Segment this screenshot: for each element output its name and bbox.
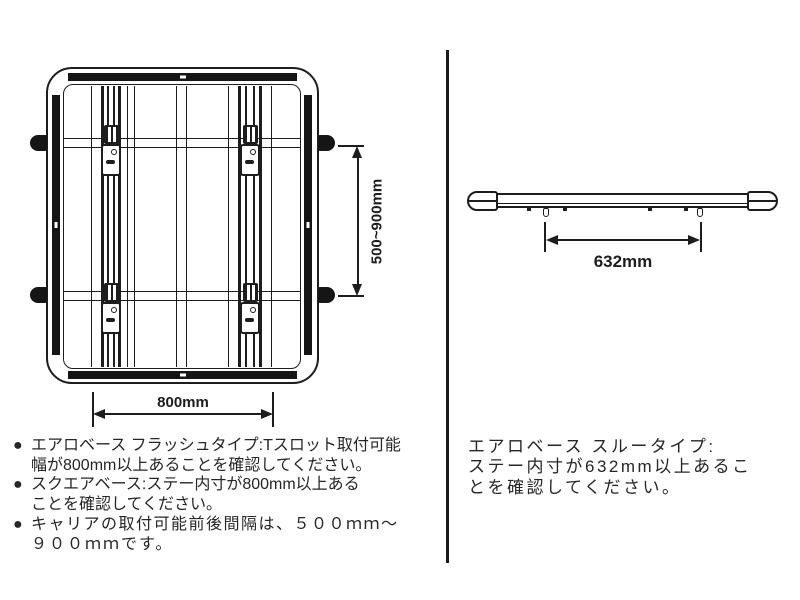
dim-arrow-line xyxy=(103,413,263,415)
t-slot-groove xyxy=(107,86,109,367)
note-line: ● キャリアの取付可能前後間隔は、５００ｍｍ～ xyxy=(13,515,443,535)
t-slot-groove xyxy=(253,86,255,367)
bullet-icon: ● xyxy=(13,476,23,494)
mount-tab-front-left xyxy=(30,135,47,151)
clamp-bolt-head xyxy=(243,125,258,144)
end-cap-line xyxy=(469,200,496,202)
bar-foot xyxy=(527,208,531,211)
arrowhead-right-icon xyxy=(261,409,273,419)
end-cap-line xyxy=(749,200,776,202)
dim-label-mount-width: 800mm xyxy=(157,394,209,411)
arrowhead-down-icon xyxy=(352,284,362,296)
dim-label-stay-inner-width: 632mm xyxy=(593,252,653,271)
note-line: ● スクエアベース:ステー内寸が800mm以上ある xyxy=(13,475,443,495)
stay-bolt-right xyxy=(697,208,703,217)
t-slot-rail-left xyxy=(102,86,120,367)
t-slot-groove xyxy=(113,86,115,367)
arrowhead-left-icon xyxy=(93,409,105,419)
bar-foot xyxy=(648,208,652,211)
end-cap-right xyxy=(747,191,778,211)
floor-slat xyxy=(91,86,102,367)
note-text: エアロベース フラッシュタイプ:Tスロット取付可能 xyxy=(31,437,401,454)
frame-bar-right xyxy=(304,95,312,355)
clamp-body xyxy=(101,144,121,176)
bar-notch xyxy=(179,373,186,377)
stay-bolt-left xyxy=(543,208,549,217)
base-bar-lip xyxy=(498,202,747,204)
dim-extension-line xyxy=(544,222,546,252)
clamp-bolt-head xyxy=(104,125,119,144)
clamp-bolt-head xyxy=(243,283,258,302)
bullet-icon: ● xyxy=(13,437,23,454)
base-bar-side-view xyxy=(467,191,778,221)
clamp-body xyxy=(101,302,121,334)
floor-slat xyxy=(176,86,187,367)
dim-label-front-rear-spacing: 500~900mm xyxy=(368,178,386,265)
notes-right: エアロベース スルータイプ: ステー内寸が632mm以上あるこ とを確認してくだ… xyxy=(468,437,793,498)
dim-arrow-line xyxy=(555,239,691,241)
frame-bar-front xyxy=(68,73,297,81)
note-text: キャリアの取付可能前後間隔は、５００ｍｍ～ xyxy=(31,515,399,533)
dim-extension-line xyxy=(700,222,702,252)
floor-slat xyxy=(261,86,272,367)
panel-divider xyxy=(446,50,449,563)
arrowhead-right-icon xyxy=(688,235,700,245)
bar-notch xyxy=(306,222,310,228)
note-line: 幅が800mm以上あることを確認してください。 xyxy=(31,456,372,474)
crossbar-rear xyxy=(63,291,301,301)
bar-foot xyxy=(563,208,567,211)
note-line: ことを確認してください。 xyxy=(31,496,223,514)
note-line: ９００ｍｍです。 xyxy=(31,535,174,553)
floor-slat xyxy=(127,86,135,367)
clamp-bolt-head xyxy=(104,283,119,302)
basket-inner-frame xyxy=(63,84,301,369)
base-bar xyxy=(496,193,749,208)
clamp-body xyxy=(240,302,260,334)
crossbar-front xyxy=(63,138,301,148)
arrowhead-left-icon xyxy=(546,235,558,245)
note-line: ● エアロベース フラッシュタイプ:Tスロット取付可能 xyxy=(13,436,443,456)
roof-basket-top-view xyxy=(30,67,335,384)
floor-slat xyxy=(228,86,239,367)
dim-extension-line xyxy=(338,295,364,297)
clamp-body xyxy=(240,144,260,176)
mount-tab-rear-right xyxy=(318,287,335,303)
notes-left: ● エアロベース フラッシュタイプ:Tスロット取付可能 幅が800mm以上あること… xyxy=(13,436,443,554)
note-line: ステー内寸が632mm以上あるこ xyxy=(468,457,752,477)
note-line: エアロベース スルータイプ: xyxy=(468,437,716,456)
t-slot-groove xyxy=(245,86,247,367)
end-cap-left xyxy=(467,191,498,211)
bar-foot xyxy=(684,208,688,211)
dim-extension-line xyxy=(338,145,364,147)
mount-tab-rear-left xyxy=(30,287,47,303)
note-text: スクエアベース:ステー内寸が800mm以上ある xyxy=(31,476,360,494)
bar-notch xyxy=(54,222,58,228)
t-slot-rail-right xyxy=(239,86,261,367)
frame-bar-left xyxy=(52,95,60,355)
bullet-icon: ● xyxy=(13,515,25,533)
frame-bar-rear xyxy=(68,371,297,379)
note-line: とを確認してください。 xyxy=(468,477,682,497)
mount-tab-front-right xyxy=(318,135,335,151)
dim-extension-line xyxy=(272,392,274,427)
dim-arrow-line xyxy=(357,156,359,286)
bar-notch xyxy=(179,75,186,79)
arrowhead-up-icon xyxy=(352,146,362,158)
